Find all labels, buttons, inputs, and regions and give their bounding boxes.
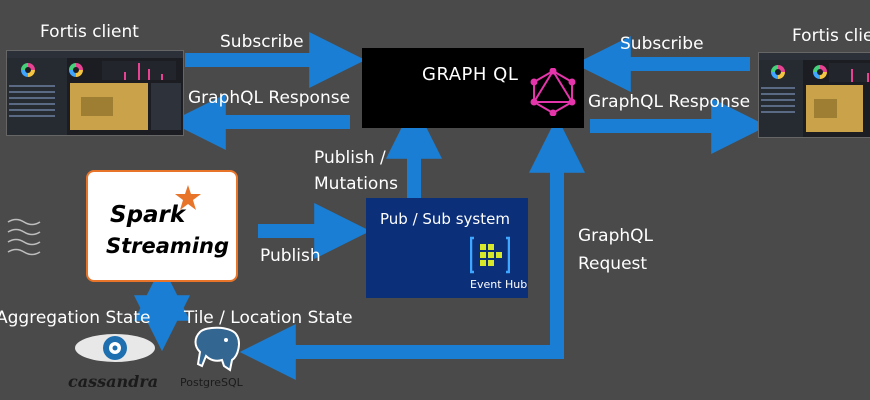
- label-publish-mutations-1: Publish /: [314, 148, 386, 168]
- spark-word: Spark: [110, 202, 186, 228]
- label-graphql-request-1: GraphQL: [578, 226, 653, 246]
- left-client-screenshot: [6, 50, 184, 136]
- label-publish: Publish: [260, 246, 321, 266]
- postgresql-logo: PostgreSQL: [180, 326, 262, 396]
- cassandra-eye-icon: [75, 334, 155, 362]
- spark-star-icon: [175, 185, 201, 210]
- pubsub-title: Pub / Sub system: [380, 210, 510, 228]
- cassandra-logo: cassandra: [64, 328, 174, 394]
- label-graphql-request-2: Request: [578, 254, 648, 274]
- arrow-graphql-request: [270, 116, 585, 359]
- streaming-word: Streaming: [106, 234, 229, 258]
- label-response-right: GraphQL Response: [588, 92, 751, 112]
- label-publish-mutations-2: Mutations: [314, 174, 398, 194]
- postgresql-label: PostgreSQL: [180, 376, 243, 389]
- stream-lines-icon: [7, 218, 41, 256]
- label-response-left: GraphQL Response: [188, 88, 351, 108]
- graphql-title: GRAPH QL: [422, 64, 519, 85]
- donut-chart-icon: [771, 65, 785, 79]
- event-hub-caption: Event Hub: [470, 278, 528, 291]
- event-hub-icon: [470, 236, 510, 274]
- postgresql-elephant-icon: [194, 326, 240, 372]
- spark-streaming-box: Spark Streaming: [86, 170, 238, 282]
- graphql-logo-icon: [530, 68, 576, 116]
- label-tile-location-state: Tile / Location State: [184, 308, 353, 328]
- label-subscribe-left: Subscribe: [220, 32, 304, 52]
- donut-chart-icon: [21, 63, 35, 77]
- pubsub-box: Pub / Sub system Event Hub: [366, 198, 528, 298]
- graphql-box: GRAPH QL: [362, 48, 584, 128]
- right-client-screenshot: [758, 52, 870, 138]
- left-client-title: Fortis client: [40, 22, 139, 42]
- right-client-title: Fortis clie: [792, 26, 870, 46]
- label-subscribe-right: Subscribe: [620, 34, 704, 54]
- cassandra-label: cassandra: [68, 372, 159, 391]
- donut-chart-icon: [813, 65, 827, 79]
- donut-chart-icon: [69, 63, 83, 77]
- label-aggregation-state: Aggregation State: [0, 308, 151, 328]
